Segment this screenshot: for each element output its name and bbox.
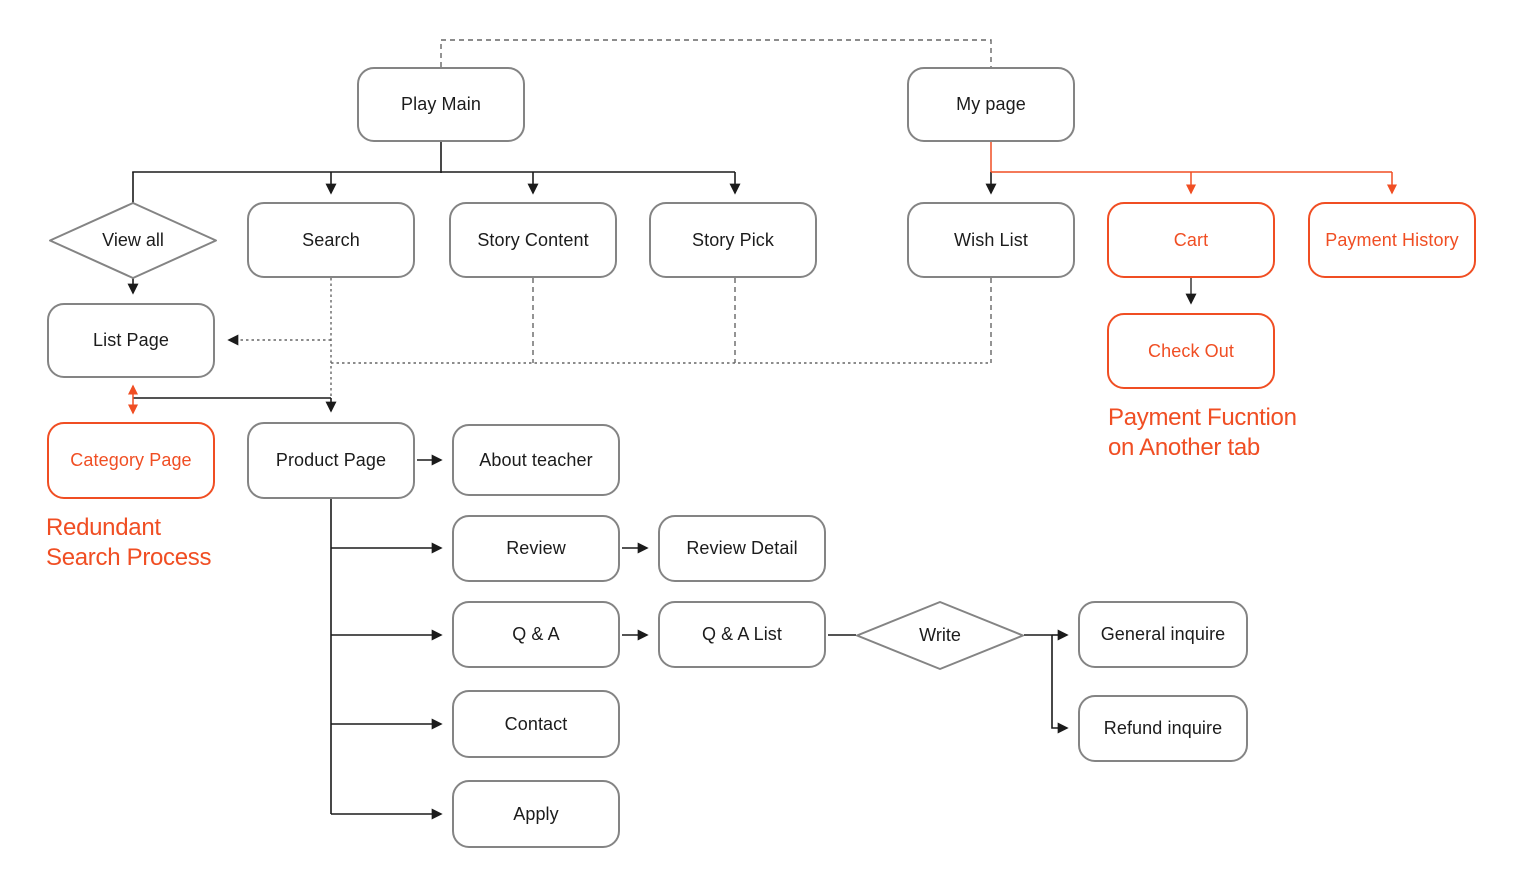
node-payment-history: Payment History [1308, 202, 1476, 278]
node-contact: Contact [452, 690, 620, 758]
node-refund-inquire: Refund inquire [1078, 695, 1248, 762]
annotation-line: Search Process [46, 544, 212, 571]
view-all-diamond-shape [49, 202, 217, 279]
node-apply: Apply [452, 780, 620, 848]
node-view-all: View all [102, 230, 164, 250]
node-wish-list: Wish List [907, 202, 1075, 278]
edge-write-to-refund [1051, 635, 1069, 734]
node-play-main: Play Main [357, 67, 525, 142]
node-list-page: List Page [47, 303, 215, 378]
black-connectors [127, 142, 1197, 820]
node-cart: Cart [1107, 202, 1275, 278]
node-product-page: Product Page [247, 422, 415, 499]
node-review: Review [452, 515, 620, 582]
node-my-page: My page [907, 67, 1075, 142]
red-connectors [128, 142, 1397, 415]
node-search: Search [247, 202, 415, 278]
node-check-out: Check Out [1107, 313, 1275, 389]
node-story-content: Story Content [449, 202, 617, 278]
node-review-detail: Review Detail [658, 515, 826, 582]
node-story-pick: Story Pick [649, 202, 817, 278]
node-general-inquire: General inquire [1078, 601, 1248, 668]
node-qa-list: Q & A List [658, 601, 826, 668]
annotation-line: on Another tab [1108, 434, 1260, 461]
annotation-line: Redundant [46, 514, 161, 541]
node-category-page: Category Page [47, 422, 215, 499]
node-qa: Q & A [452, 601, 620, 668]
annotation-redundant-search: Redundant Search Process [46, 513, 212, 573]
annotation-line: Payment Fucntion [1108, 404, 1297, 431]
dashed-connectors [227, 39, 992, 397]
edge-playmain-mypage-dashed [440, 39, 992, 67]
node-about-teacher: About teacher [452, 424, 620, 496]
node-write: Write [919, 625, 961, 645]
write-diamond-shape [856, 601, 1024, 670]
annotation-payment-function: Payment Fucntion on Another tab [1108, 403, 1297, 463]
